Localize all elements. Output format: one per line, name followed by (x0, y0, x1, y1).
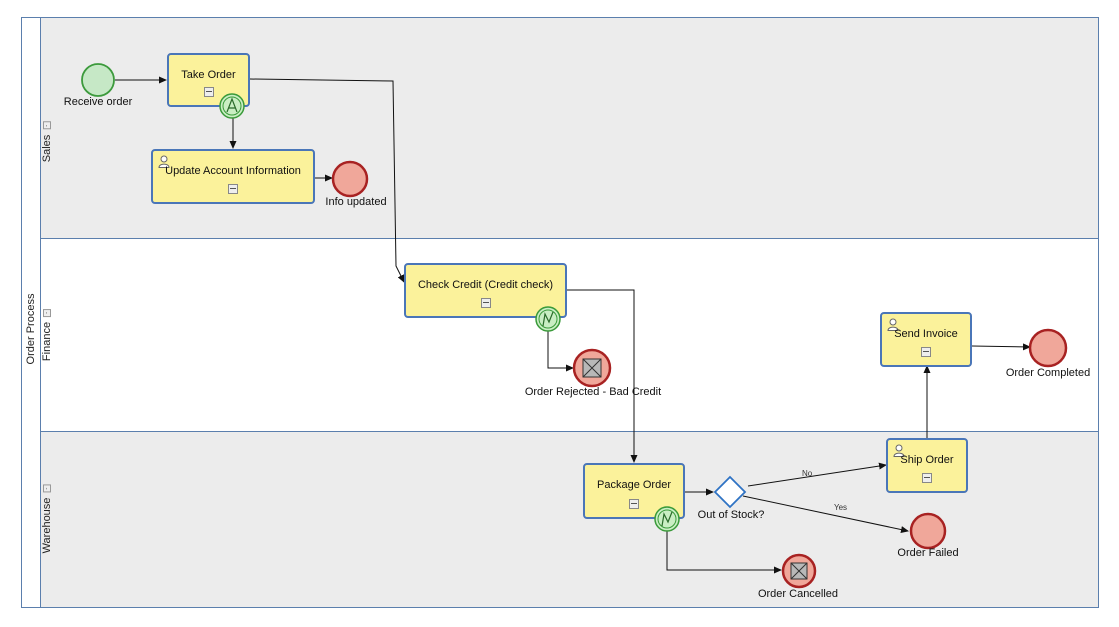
boundary-event-check-credit[interactable] (535, 306, 561, 332)
collapse-icon[interactable] (629, 499, 639, 509)
label-order-rejected: Order Rejected - Bad Credit (524, 386, 662, 398)
diamond-icon (713, 475, 747, 509)
label-out-of-stock: Out of Stock? (697, 509, 765, 521)
flow-label-no: No (802, 469, 813, 478)
user-icon (893, 444, 905, 457)
boundary-event-take-order[interactable] (219, 93, 245, 119)
pool-border (21, 17, 1099, 608)
label-order-completed: Order Completed (1005, 367, 1091, 379)
start-event-receive-order[interactable] (81, 63, 115, 97)
task-ship-order[interactable]: Ship Order (886, 438, 968, 493)
collapse-icon[interactable] (480, 298, 491, 308)
flow-gateway-to-failed[interactable] (742, 495, 909, 533)
flow-gateway-to-ship[interactable] (747, 462, 887, 487)
task-label: Package Order (597, 479, 671, 491)
end-event-info-updated[interactable] (331, 160, 369, 198)
label-info-updated: Info updated (325, 196, 387, 208)
flow-take-to-credit[interactable] (249, 78, 405, 283)
task-send-invoice[interactable]: Send Invoice (880, 312, 972, 367)
user-icon (158, 155, 170, 168)
flow-package-boundary-to-cancelled[interactable] (666, 531, 782, 574)
collapse-icon[interactable] (203, 87, 214, 97)
collapse-icon[interactable] (922, 473, 932, 483)
end-event-order-failed[interactable] (909, 512, 947, 550)
flow-invoice-to-completed[interactable] (971, 343, 1031, 351)
x-box-icon (790, 562, 808, 580)
collapse-icon[interactable] (921, 347, 931, 357)
user-icon (887, 318, 899, 331)
task-check-credit[interactable]: Check Credit (Credit check) (404, 263, 567, 318)
letter-a-icon (226, 97, 238, 113)
flow-credit-boundary-to-rejected[interactable] (547, 331, 574, 372)
flow-label-yes: Yes (834, 503, 848, 512)
label-order-failed: Order Failed (897, 547, 959, 559)
lightning-icon (661, 511, 673, 527)
collapse-icon[interactable] (228, 184, 238, 194)
end-event-order-completed[interactable] (1028, 328, 1068, 368)
task-label: Check Credit (Credit check) (417, 279, 554, 291)
end-event-order-rejected[interactable] (572, 348, 612, 388)
label-order-cancelled: Order Cancelled (757, 588, 839, 600)
task-label: Send Invoice (894, 328, 958, 340)
end-event-order-cancelled[interactable] (781, 553, 817, 589)
label-receive-order: Receive order (63, 96, 133, 108)
task-label: Update Account Information (165, 165, 301, 177)
lightning-icon (542, 311, 554, 327)
task-update-account[interactable]: Update Account Information (151, 149, 315, 204)
task-label: Take Order (181, 69, 236, 81)
task-label: Ship Order (900, 454, 954, 466)
x-box-icon (582, 358, 602, 378)
flow-credit-to-package[interactable] (567, 289, 638, 463)
pool-header[interactable]: Order Process (21, 17, 41, 608)
gateway-out-of-stock[interactable] (713, 475, 747, 509)
boundary-event-package-order[interactable] (654, 506, 680, 532)
